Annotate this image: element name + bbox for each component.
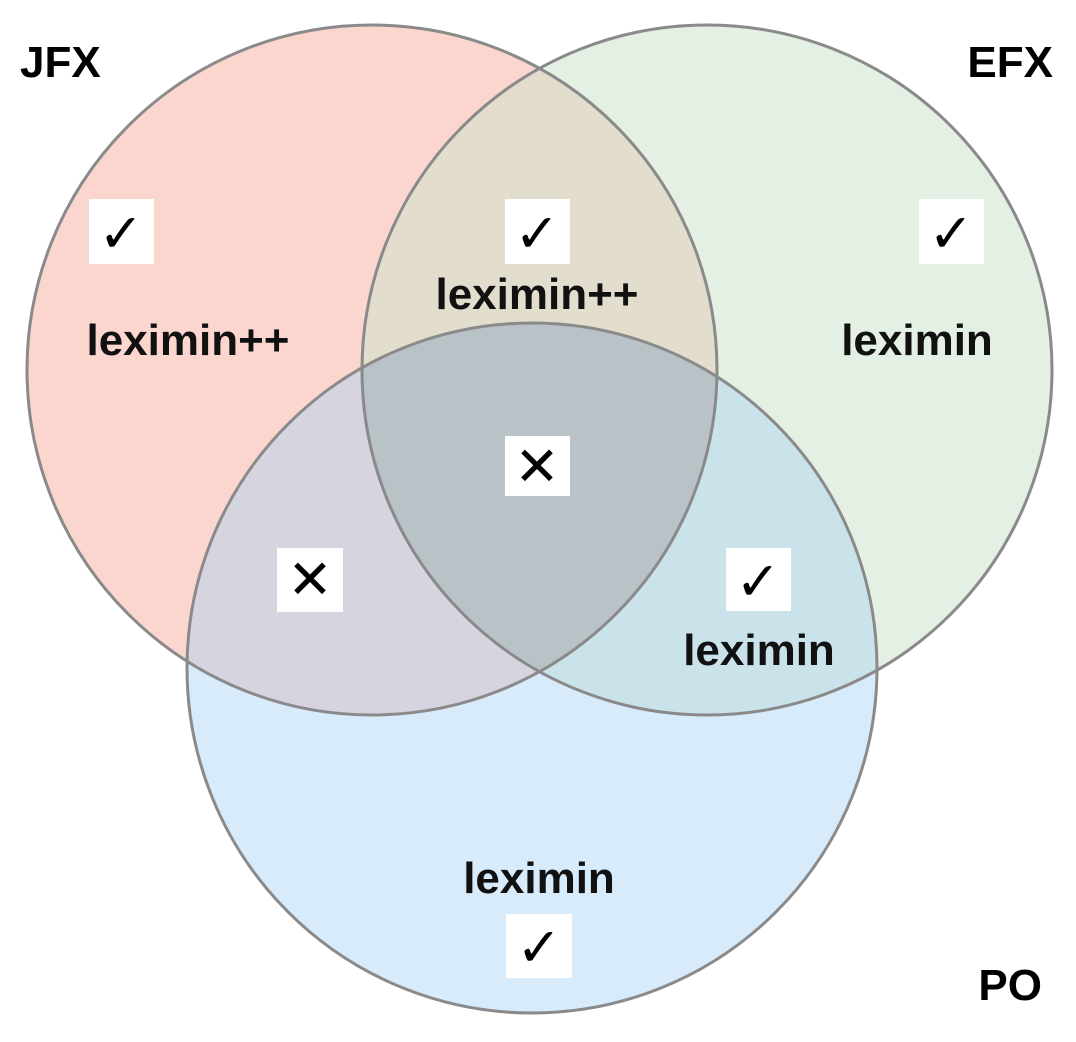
efx-outline xyxy=(360,23,1054,717)
efx-only-label: leximin xyxy=(841,316,993,365)
efx-only-badge: ✓ xyxy=(919,199,984,265)
po-only-badge: ✓ xyxy=(506,914,572,979)
jfx-efx-label: leximin++ xyxy=(435,270,638,319)
all-three-badge: ✕ xyxy=(505,435,570,498)
check-icon: ✓ xyxy=(514,202,559,265)
cross-icon: ✕ xyxy=(287,548,332,611)
jfx-only-badge: ✓ xyxy=(89,199,154,265)
jfx-outline xyxy=(25,23,719,717)
check-icon: ✓ xyxy=(98,202,143,265)
efx-po-badge: ✓ xyxy=(726,548,791,613)
set-name-jfx: JFX xyxy=(20,38,101,87)
efx-po-label: leximin xyxy=(683,626,835,675)
set-name-po: PO xyxy=(978,961,1042,1010)
po-outline xyxy=(185,321,879,1015)
jfx-efx-badge: ✓ xyxy=(505,199,570,265)
jfx-po-badge: ✕ xyxy=(277,548,343,612)
set-name-efx: EFX xyxy=(967,38,1053,87)
jfx-only-label: leximin++ xyxy=(86,316,289,365)
check-icon: ✓ xyxy=(516,916,561,979)
check-icon: ✓ xyxy=(928,202,973,265)
cross-icon: ✕ xyxy=(514,435,559,498)
check-icon: ✓ xyxy=(735,550,780,613)
po-only-label: leximin xyxy=(463,854,615,903)
set-outlines xyxy=(25,23,1054,1015)
